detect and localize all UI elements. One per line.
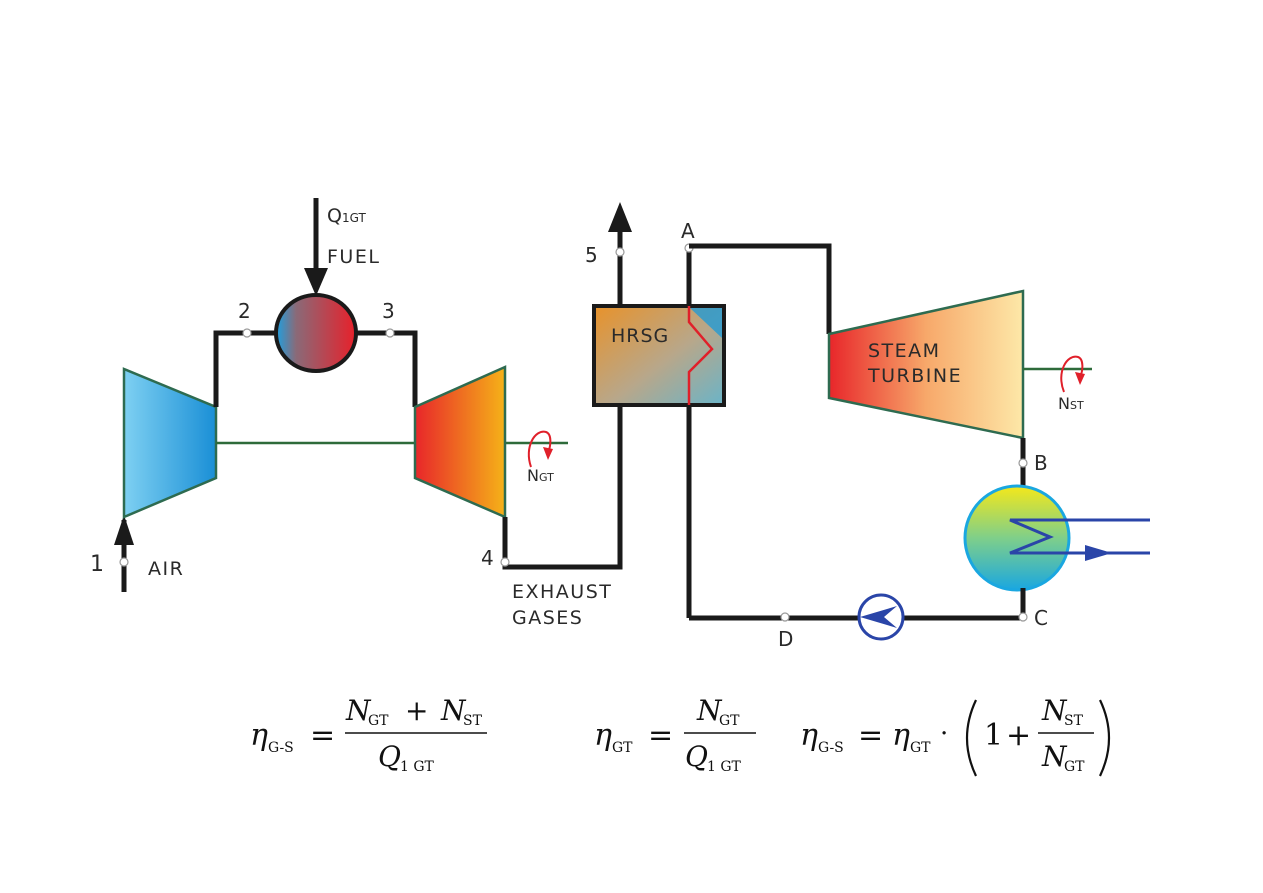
label-point-4: 4 — [481, 546, 494, 570]
svg-text:ST: ST — [463, 713, 483, 729]
svg-text:η: η — [594, 718, 612, 753]
svg-text:η: η — [250, 718, 268, 753]
svg-text:1 GT: 1 GT — [707, 759, 742, 775]
svg-text:+: + — [1006, 718, 1031, 753]
label-hrsg: HRSG — [611, 325, 669, 347]
label-point-C: C — [1034, 606, 1048, 630]
label-nst: NST — [1058, 394, 1084, 413]
cooling-water-arrow — [1085, 545, 1112, 561]
live-steam-pipe — [689, 243, 832, 334]
state-point-5 — [615, 247, 625, 257]
hrsg — [592, 304, 726, 407]
svg-text:N: N — [345, 694, 372, 727]
exhaust-pipe — [502, 404, 623, 570]
label-fuel: FUEL — [327, 246, 380, 268]
pipe-3 — [354, 330, 418, 407]
label-turbine: TURBINE — [867, 365, 962, 387]
svg-text:+: + — [405, 694, 428, 727]
condenser-coil — [1009, 518, 1150, 555]
compressor — [122, 367, 218, 519]
svg-text:N: N — [1041, 740, 1068, 773]
svg-text:N: N — [440, 694, 467, 727]
state-point-4 — [500, 557, 510, 567]
label-point-A: A — [681, 219, 695, 243]
formula-combined-efficiency: η G-S = N GT + N ST Q 1 GT — [250, 694, 487, 775]
svg-text:GT: GT — [612, 740, 633, 756]
formula-gas-turbine-efficiency: η GT = N GT Q 1 GT — [594, 694, 756, 775]
label-steam: STEAM — [868, 340, 941, 362]
svg-text:1 GT: 1 GT — [400, 759, 435, 775]
air-inlet-arrow — [114, 515, 134, 545]
svg-text:GT: GT — [910, 740, 931, 756]
hrsg-corner-shade — [690, 308, 722, 338]
ngt-rotation-arrowhead — [543, 447, 553, 460]
label-point-B: B — [1034, 451, 1048, 475]
state-point-1 — [119, 557, 129, 567]
condenser — [963, 484, 1071, 592]
svg-text:1: 1 — [984, 718, 1003, 753]
svg-text:G-S: G-S — [268, 740, 294, 756]
state-point-C — [1018, 612, 1028, 622]
fuel-arrow — [304, 268, 328, 296]
label-air: AIR — [148, 558, 184, 580]
svg-text:ST: ST — [1064, 713, 1084, 729]
nst-rotation-arrowhead — [1075, 372, 1085, 385]
svg-text:η: η — [892, 718, 910, 753]
svg-text:=: = — [858, 718, 883, 753]
state-point-B — [1018, 458, 1028, 468]
formula-combined-efficiency-expanded: η G-S = η GT · 1 + N ST N GT — [800, 694, 1111, 777]
label-point-2: 2 — [238, 299, 251, 323]
svg-text:G-S: G-S — [818, 740, 844, 756]
svg-text:=: = — [310, 718, 335, 753]
svg-text:N: N — [696, 694, 723, 727]
svg-text:GT: GT — [368, 713, 389, 729]
label-point-1: 1 — [90, 552, 104, 577]
svg-text:η: η — [800, 718, 818, 753]
gas-turbine — [413, 365, 507, 519]
label-exhaust-1: EXHAUST — [512, 581, 612, 603]
label-point-3: 3 — [382, 299, 395, 323]
svg-text:Q: Q — [685, 740, 708, 773]
state-point-2 — [242, 328, 252, 338]
combustion-chamber — [274, 293, 358, 373]
label-q1gt: Q1GT — [327, 205, 366, 227]
hrsg-heat-exchanger-coil — [687, 306, 714, 405]
svg-text:Q: Q — [378, 740, 401, 773]
svg-text:N: N — [1041, 694, 1068, 727]
svg-text:·: · — [940, 719, 948, 749]
label-ngt: NGT — [527, 466, 554, 485]
pump-arrow-icon — [860, 606, 897, 628]
state-point-D — [780, 612, 790, 622]
state-point-3 — [385, 328, 395, 338]
nst-rotation-arrow — [1060, 355, 1084, 393]
label-exhaust-2: GASES — [512, 607, 583, 629]
svg-text:=: = — [648, 718, 673, 753]
pipe-2 — [213, 330, 278, 407]
ngt-rotation-arrow — [527, 430, 552, 468]
label-point-5: 5 — [585, 243, 598, 267]
svg-text:GT: GT — [719, 713, 740, 729]
svg-text:GT: GT — [1064, 759, 1085, 775]
label-point-D: D — [778, 627, 793, 651]
stack-arrow — [608, 202, 632, 232]
